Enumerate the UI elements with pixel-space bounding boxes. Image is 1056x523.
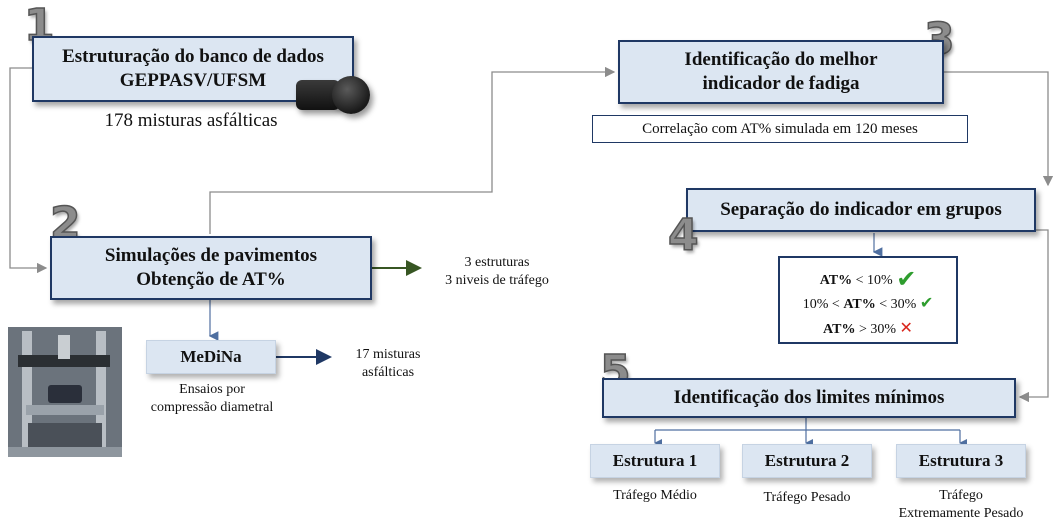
structure-1-traffic-line1: Tráfego Médio (613, 488, 697, 503)
medina-note-line1: Ensaios por (179, 382, 245, 397)
step2-line2: Obtenção de AT% (136, 269, 286, 290)
group2-pre: 10% < (802, 297, 844, 312)
step3-note: Correlação com AT% simulada em 120 meses (592, 115, 968, 143)
step5-box: Identificação dos limites mínimos (602, 378, 1016, 418)
compression-test-machine-icon (8, 327, 122, 457)
group3-metric: AT% (823, 322, 856, 337)
structure-1-traffic: Tráfego Médio (590, 487, 720, 505)
step4-box: Separação do indicador em grupos (686, 188, 1036, 232)
step3-line2: indicador de fadiga (702, 73, 860, 94)
step1-line1: Estruturação do banco de dados (62, 46, 324, 68)
structure-3-box: Estrutura 3 (896, 444, 1026, 478)
step3-box: Identificação do melhor indicador de fad… (618, 40, 944, 104)
structure-2-traffic-line1: Tráfego Pesado (763, 490, 851, 505)
structure-3-traffic-line1: Tráfego (939, 488, 983, 503)
step2-line1: Simulações de pavimentos (104, 245, 318, 267)
arrow-step3-to-step4 (944, 71, 1054, 187)
structure-2-box: Estrutura 2 (742, 444, 872, 478)
medina-output: 17 misturas asfálticas (334, 346, 442, 381)
arrow-step1-to-step2 (9, 67, 48, 274)
group-row-1: AT% < 10% ✔ (780, 265, 956, 293)
medina-note-line2: compressão diametral (150, 399, 274, 415)
group1-range: < 10% (852, 273, 893, 288)
structures-count: 3 estruturas (464, 255, 530, 270)
group2-metric: AT% (843, 297, 876, 312)
medina-note: Ensaios por compressão diametral (126, 381, 298, 416)
structure-3-traffic: Tráfego Extremamente Pesado (876, 487, 1046, 522)
arrow-step4-to-step5 (1018, 229, 1049, 403)
group-row-2: 10% < AT% < 30% ✔ (780, 293, 956, 313)
check-icon: ✔ (896, 265, 917, 293)
groups-panel: AT% < 10% ✔ 10% < AT% < 30% ✔ AT% > 30% … (778, 256, 958, 344)
check-icon: ✔ (919, 293, 934, 312)
structure-3-traffic-line2: Extremamente Pesado (898, 505, 1024, 521)
mixtures-label: asfálticas (361, 364, 415, 380)
traffic-levels-count: 3 niveis de tráfego (445, 272, 549, 288)
step1-box: Estruturação do banco de dados GEPPASV/U… (32, 36, 354, 102)
step-number-4: 4 (667, 210, 699, 261)
step3-line1: Identificação do melhor (684, 49, 878, 71)
group3-range: > 30% (855, 322, 897, 337)
step2-outputs: 3 estruturas 3 niveis de tráfego (424, 254, 570, 289)
arrow-step5-to-structures (654, 418, 961, 442)
group2-range: < 30% (875, 297, 917, 312)
structure-2-traffic: Tráfego Pesado (742, 489, 872, 507)
mixtures-count: 17 misturas (355, 347, 421, 362)
cross-icon: ✕ (899, 318, 913, 337)
arrow-step2-to-step3 (209, 66, 616, 234)
structure-1-box: Estrutura 1 (590, 444, 720, 478)
group1-metric: AT% (819, 273, 853, 288)
step2-box: Simulações de pavimentos Obtenção de AT% (50, 236, 372, 300)
step1-line2: GEPPASV/UFSM (119, 70, 267, 91)
medina-box: MeDiNa (146, 340, 276, 374)
group-row-3: AT% > 30% ✕ (780, 318, 956, 338)
step1-note: 178 misturas asfálticas (104, 110, 278, 131)
